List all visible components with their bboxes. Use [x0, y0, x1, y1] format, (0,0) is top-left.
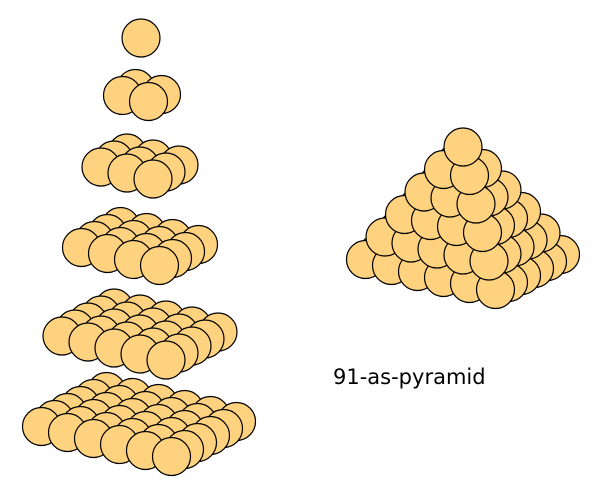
- layer-1x1: [121, 18, 161, 58]
- assembled-pyramid: [345, 127, 581, 310]
- sphere: [151, 436, 192, 477]
- layer-4x4: [61, 206, 219, 286]
- sphere: [133, 159, 173, 199]
- sphere: [146, 340, 186, 380]
- layer-5x5: [42, 288, 238, 380]
- sphere: [128, 81, 169, 122]
- sphere: [443, 127, 483, 167]
- sphere: [139, 245, 180, 286]
- caption-label: 91-as-pyramid: [333, 365, 486, 389]
- sphere: [121, 18, 161, 58]
- layer-3x3: [81, 133, 199, 199]
- layer-6x6: [21, 371, 257, 477]
- exploded-layers: [21, 18, 257, 477]
- layer-2x2: [102, 68, 182, 122]
